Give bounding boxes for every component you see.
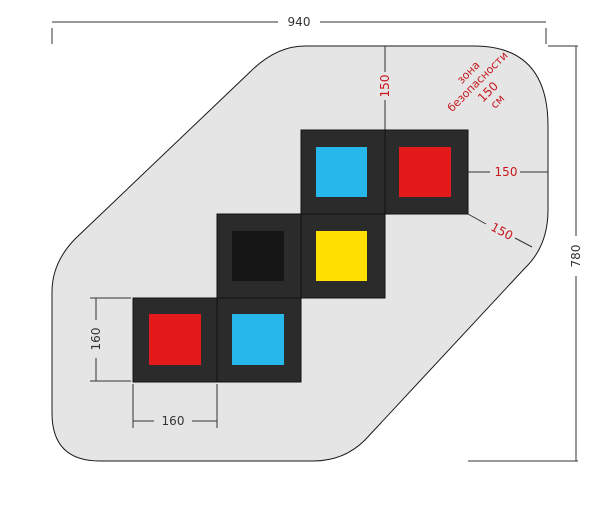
tile-grid — [132, 129, 469, 383]
right-clearance-dimension: 150 — [468, 165, 548, 179]
tile-red-bottom — [149, 314, 201, 365]
right-clearance-label: 150 — [495, 165, 518, 179]
tile-width-label: 160 — [162, 414, 185, 428]
tile-black — [232, 231, 284, 281]
width-label: 940 — [288, 15, 311, 29]
tile-width-dimension: 160 — [132, 384, 218, 428]
width-dimension: 940 — [51, 15, 547, 44]
tile-yellow — [316, 231, 367, 281]
tile-blue-bottom — [232, 314, 284, 365]
tile-height-dimension: 160 — [89, 297, 131, 382]
top-clearance-dimension: 150 — [378, 46, 392, 130]
tile-red-top — [399, 147, 451, 197]
tile-blue-top — [316, 147, 367, 197]
height-label: 780 — [569, 245, 583, 268]
top-clearance-label: 150 — [378, 75, 392, 98]
height-dimension: 780 — [468, 45, 583, 462]
tile-height-label: 160 — [89, 328, 103, 351]
